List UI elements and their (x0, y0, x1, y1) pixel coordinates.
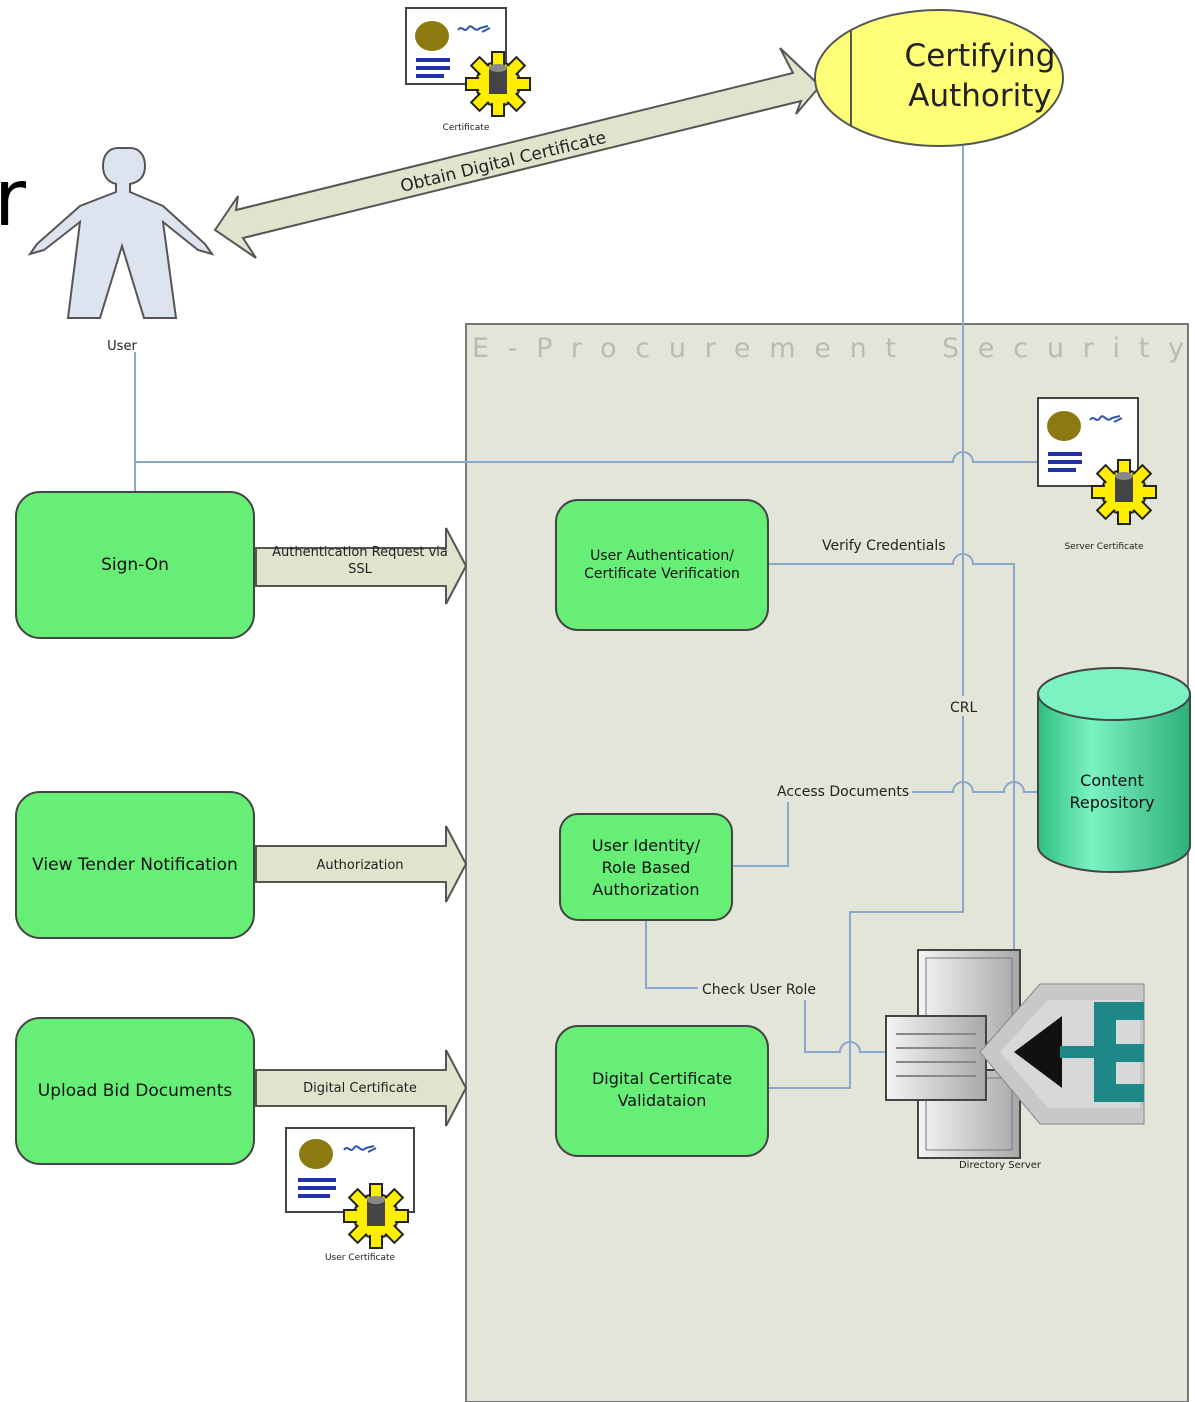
certificate-validation-box: Digital Certificate Validataion (555, 1025, 769, 1157)
role-authorization-line2: Role Based (602, 858, 691, 877)
role-authorization-line3: Authorization (592, 880, 699, 899)
certificate-top-label: Certificate (443, 123, 490, 133)
cropped-letter: r (0, 154, 27, 244)
content-repository-line2: Repository (1069, 793, 1154, 812)
certificate-validation-line2: Validataion (618, 1091, 707, 1110)
verify-credentials-label: Verify Credentials (822, 538, 946, 554)
certificate-validation-line1: Digital Certificate (592, 1069, 732, 1088)
user-authentication-line1: User Authentication/ (590, 548, 734, 564)
certifying-authority: Certifying Authority (814, 9, 1064, 147)
crl-label: CRL (950, 700, 978, 716)
verify-credentials-line (768, 553, 1015, 958)
content-repository: Content Repository (1037, 667, 1191, 873)
content-repository-line1: Content (1080, 771, 1144, 790)
user-authentication-line2: Certificate Verification (584, 566, 740, 582)
server-icon (885, 949, 1145, 1159)
access-documents-label: Access Documents (777, 784, 909, 800)
certificate-user-label: User Certificate (325, 1253, 396, 1263)
certificate-server: Server Certificate (1037, 397, 1157, 552)
certificate-top: Certificate (405, 7, 531, 133)
sign-on-box: Sign-On (15, 491, 255, 639)
user-icon (27, 147, 215, 319)
check-user-role-label: Check User Role (702, 982, 816, 998)
crl-line (768, 146, 964, 1089)
certifying-authority-line2: Authority (908, 78, 1051, 114)
view-tender-label: View Tender Notification (32, 855, 238, 875)
role-authorization-line1: User Identity/ (592, 836, 701, 855)
directory-server-label: Directory Server (959, 1160, 1042, 1171)
certificate-icon (1037, 397, 1157, 525)
directory-server: Directory Server (885, 949, 1145, 1171)
certifying-authority-line1: Certifying (905, 38, 1056, 74)
certificate-icon (405, 7, 531, 117)
auth-request-label-1: Authentication Request via (272, 545, 448, 560)
gear-icon (343, 1183, 409, 1249)
digital-certificate-label: Digital Certificate (303, 1081, 417, 1096)
connector-lines (134, 146, 1040, 1089)
authorization-arrow: Authorization (255, 825, 468, 903)
upload-bid-label: Upload Bid Documents (38, 1081, 233, 1101)
gear-icon (465, 51, 531, 117)
digital-certificate-arrow: Digital Certificate (255, 1049, 468, 1127)
user-figure: User (27, 147, 215, 354)
auth-request-label-2: SSL (348, 562, 373, 577)
user-authentication-box: User Authentication/ Certificate Verific… (555, 499, 769, 631)
sign-on-label: Sign-On (101, 555, 169, 575)
authorization-label: Authorization (316, 858, 403, 873)
access-documents-line (732, 781, 1040, 867)
certificate-icon (285, 1127, 415, 1249)
certificate-server-label: Server Certificate (1064, 542, 1144, 552)
role-authorization-box: User Identity/ Role Based Authorization (559, 813, 733, 921)
certificate-user: User Certificate (285, 1127, 415, 1263)
auth-request-arrow: Authentication Request via SSL (255, 527, 468, 605)
database-icon (1037, 667, 1191, 873)
check-user-role-line (645, 920, 885, 1053)
upload-bid-box: Upload Bid Documents (15, 1017, 255, 1165)
view-tender-box: View Tender Notification (15, 791, 255, 939)
user-label: User (107, 339, 137, 354)
gear-icon (1091, 459, 1157, 525)
